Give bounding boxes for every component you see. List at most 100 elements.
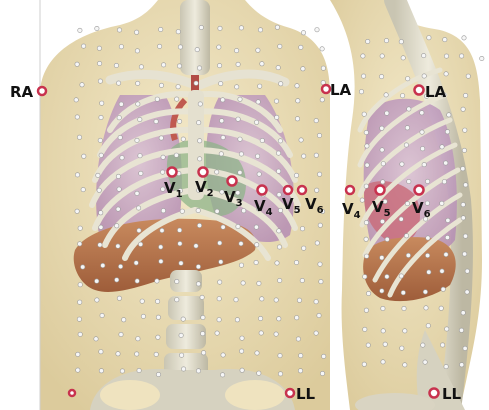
grid-dot: [160, 170, 164, 174]
grid-dot: [302, 246, 306, 250]
electrode-v6-side: [415, 186, 424, 195]
grid-dot: [383, 342, 387, 346]
grid-dot: [363, 327, 367, 331]
electrode-v5-side: [376, 186, 385, 195]
grid-dot: [400, 94, 404, 98]
label-ra: RA: [10, 83, 34, 101]
grid-dot: [75, 62, 79, 66]
grid-dot: [445, 235, 449, 239]
grid-dot: [217, 45, 221, 49]
grid-dot: [161, 209, 165, 213]
grid-dot: [118, 264, 122, 268]
grid-dot: [275, 115, 279, 119]
grid-dot: [317, 133, 321, 137]
grid-dot: [258, 28, 262, 32]
grid-dot: [423, 290, 427, 294]
grid-dot: [399, 40, 403, 44]
grid-dot: [315, 241, 319, 245]
grid-dot: [426, 236, 430, 240]
grid-dot: [238, 170, 242, 174]
grid-dot: [298, 369, 302, 373]
grid-dot: [81, 265, 85, 269]
grid-dot: [221, 225, 225, 229]
grid-dot: [259, 331, 263, 335]
grid-dot: [99, 350, 103, 354]
grid-dot: [465, 269, 469, 273]
grid-dot: [364, 130, 368, 134]
grid-dot: [255, 154, 259, 158]
grid-dot: [179, 261, 183, 265]
grid-dot: [425, 179, 429, 183]
grid-dot: [461, 311, 465, 315]
electrode-v2: [199, 168, 208, 177]
grid-dot: [77, 317, 81, 321]
grid-dot: [181, 367, 185, 371]
grid-dot: [426, 324, 430, 328]
grid-dot: [274, 99, 278, 103]
grid-dot: [381, 360, 385, 364]
grid-dot: [440, 269, 444, 273]
grid-dot: [194, 244, 198, 248]
grid-dot: [179, 353, 183, 357]
grid-dot: [297, 298, 301, 302]
grid-dot: [318, 223, 322, 227]
grid-dot: [381, 329, 385, 333]
grid-dot: [422, 74, 426, 78]
grid-dot: [157, 44, 161, 48]
grid-dot: [460, 363, 464, 367]
grid-dot: [444, 54, 448, 58]
grid-dot: [361, 74, 365, 78]
grid-dot: [279, 82, 283, 86]
grid-dot: [134, 261, 138, 265]
grid-dot: [198, 139, 202, 143]
grid-dot: [480, 56, 484, 60]
electrode-ll-front: [286, 389, 294, 397]
grid-dot: [463, 234, 467, 238]
grid-dot: [314, 331, 318, 335]
grid-dot: [365, 163, 369, 167]
grid-dot: [78, 28, 82, 32]
grid-dot: [178, 45, 182, 49]
grid-dot: [276, 151, 280, 155]
grid-dot: [196, 369, 200, 373]
grid-dot: [360, 198, 364, 202]
grid-dot: [156, 315, 160, 319]
grid-dot: [95, 279, 99, 283]
grid-dot: [78, 242, 82, 246]
grid-dot: [364, 237, 368, 241]
grid-dot: [399, 217, 403, 221]
grid-dot: [215, 209, 219, 213]
grid-dot: [155, 97, 159, 101]
grid-dot: [119, 102, 123, 106]
grid-dot: [196, 282, 200, 286]
grid-dot: [175, 298, 179, 302]
grid-dot: [364, 184, 368, 188]
grid-dot: [235, 318, 239, 322]
grid-dot: [217, 63, 221, 67]
grid-dot: [361, 54, 365, 58]
grid-dot: [199, 25, 203, 29]
grid-dot: [218, 26, 222, 30]
grid-dot: [420, 130, 424, 134]
grid-dot: [201, 315, 205, 319]
grid-dot: [239, 152, 243, 156]
electrode-ll-left: [69, 390, 75, 396]
grid-dot: [200, 295, 204, 299]
grid-dot: [463, 128, 467, 132]
grid-dot: [442, 180, 446, 184]
grid-dot: [99, 211, 103, 215]
grid-dot: [446, 218, 450, 222]
grid-dot: [114, 63, 118, 67]
electrode-ll-side: [430, 389, 439, 398]
grid-dot: [154, 352, 158, 356]
grid-dot: [201, 331, 205, 335]
grid-dot: [119, 332, 123, 336]
grid-dot: [444, 161, 448, 165]
grid-dot: [215, 331, 219, 335]
grid-dot: [443, 37, 447, 41]
grid-dot: [135, 352, 139, 356]
grid-dot: [136, 102, 140, 106]
grid-dot: [100, 313, 104, 317]
grid-dot: [94, 337, 98, 341]
